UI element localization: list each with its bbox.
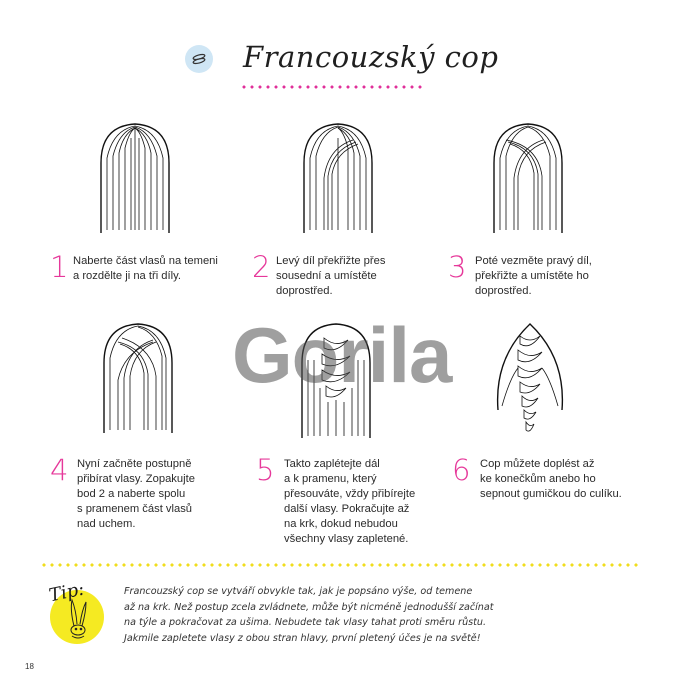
step-3-line: doprostřed. bbox=[475, 285, 532, 297]
step-number-1: 1 bbox=[50, 250, 69, 284]
step-text-6: Cop můžete doplést až ke konečkům anebo … bbox=[480, 457, 622, 502]
step-text-2: Levý díl překřižte přes sousední a umíst… bbox=[276, 254, 385, 299]
step-5-line: všechny vlasy zapletené. bbox=[284, 533, 409, 545]
step-4-line: Nyní začněte postupně bbox=[77, 458, 192, 470]
hair-illustration-step-2 bbox=[303, 123, 373, 233]
tip-line: Francouzský cop se vytváří obvykle tak, … bbox=[124, 586, 473, 597]
title-underline bbox=[240, 85, 422, 89]
step-4-line: bod 2 a naberte spolu bbox=[77, 488, 186, 500]
step-number-2: 2 bbox=[252, 250, 271, 284]
hair-illustration-step-3 bbox=[493, 123, 563, 233]
step-2-line: sousední a umístěte bbox=[276, 270, 377, 282]
step-2-line: Levý díl překřižte přes bbox=[276, 255, 386, 267]
step-5-line: na krk, dokud nebudou bbox=[284, 518, 398, 530]
bunny-tip-icon bbox=[70, 598, 87, 639]
header: Francouzský cop bbox=[0, 30, 700, 90]
hair-illustration-step-1 bbox=[100, 123, 170, 233]
tip-line: až na krk. Než postup zcela zvládnete, m… bbox=[124, 601, 494, 613]
step-5-line: další vlasy. Pokračujte až bbox=[284, 503, 410, 515]
step-6-line: sepnout gumičkou do culíku. bbox=[480, 488, 622, 500]
step-4-line: přibírat vlasy. Zopakujte bbox=[77, 473, 195, 485]
step-text-3: Poté vezměte pravý díl, překřižte a umís… bbox=[475, 254, 592, 299]
hair-illustration-step-4 bbox=[103, 323, 173, 433]
step-text-1: Naberte část vlasů na temeni a rozdělte … bbox=[73, 254, 218, 284]
step-number-4: 4 bbox=[50, 453, 69, 487]
page-number: 18 bbox=[25, 662, 34, 671]
tip-badge bbox=[50, 590, 104, 644]
step-4-line: s pramenem část vlasů bbox=[77, 503, 193, 515]
step-2-line: doprostřed. bbox=[276, 285, 333, 297]
tip-line: Jakmile zapletete vlasy z obou stran hla… bbox=[124, 632, 481, 644]
step-1-line: Naberte část vlasů na temeni bbox=[73, 255, 218, 267]
step-3-line: překřižte a umístěte ho bbox=[475, 270, 589, 282]
tip-text: Francouzský cop se vytváří obvykle tak, … bbox=[124, 584, 494, 646]
step-number-5: 5 bbox=[256, 453, 275, 487]
tip-line: na týle a pokračovat za ušima. Nebudete … bbox=[124, 617, 487, 628]
step-6-line: ke konečkům anebo ho bbox=[480, 473, 596, 485]
hairpin-icon bbox=[185, 45, 213, 73]
step-5-line: přesouváte, vždy přibírejte bbox=[284, 488, 416, 500]
watermark: Gorila bbox=[232, 311, 452, 399]
step-3-line: Poté vezměte pravý díl, bbox=[475, 255, 592, 267]
step-number-3: 3 bbox=[448, 250, 467, 284]
hair-illustration-step-6 bbox=[496, 323, 564, 432]
section-divider bbox=[40, 563, 640, 567]
hair-illustration-step-5 bbox=[301, 323, 371, 438]
step-text-5: Takto zaplétejte dál a k pramenu, který … bbox=[284, 457, 415, 547]
step-5-line: a k pramenu, který bbox=[284, 473, 377, 485]
step-5-line: Takto zaplétejte dál bbox=[284, 458, 380, 470]
step-1-line: a rozdělte ji na tři díly. bbox=[73, 270, 181, 282]
page-title: Francouzský cop bbox=[243, 40, 499, 74]
step-6-line: Cop můžete doplést až bbox=[480, 458, 595, 470]
step-text-4: Nyní začněte postupně přibírat vlasy. Zo… bbox=[77, 457, 195, 532]
step-number-6: 6 bbox=[452, 453, 471, 487]
step-4-line: nad uchem. bbox=[77, 518, 136, 530]
